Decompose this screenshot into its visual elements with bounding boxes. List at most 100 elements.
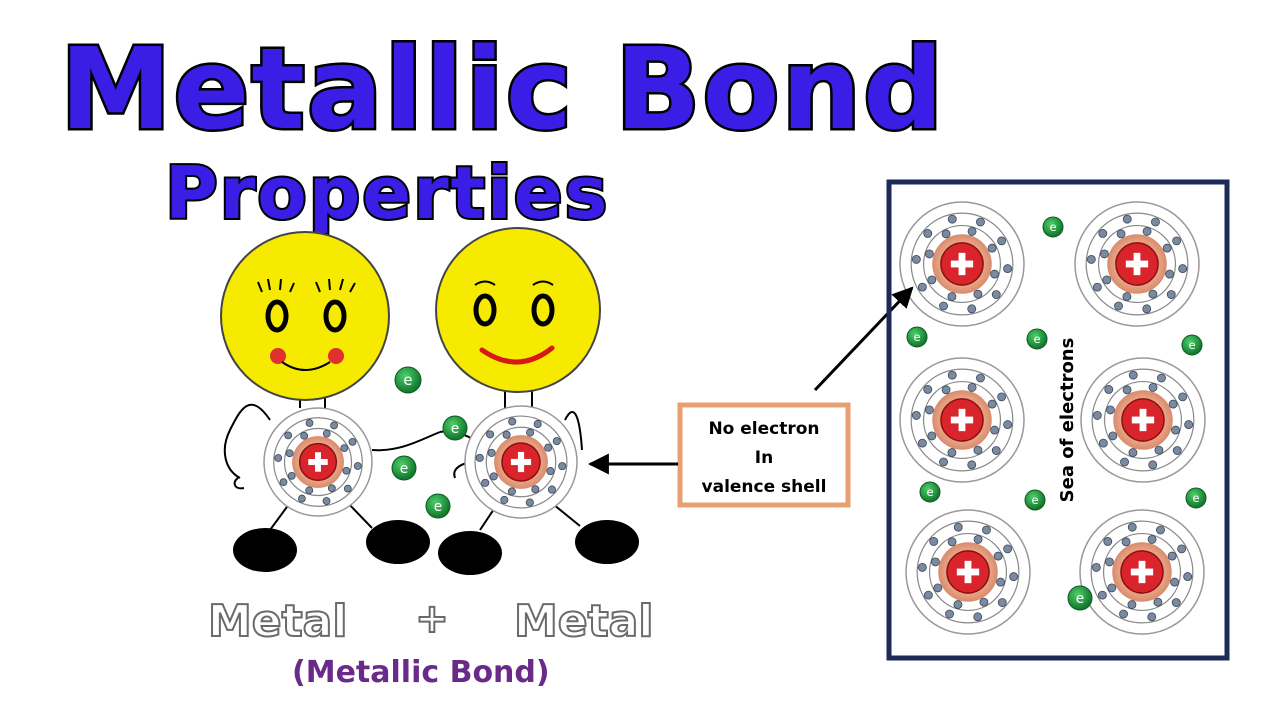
metallic-bond-label: (Metallic Bond) [292, 655, 550, 690]
page-subtitle: Properties [165, 151, 609, 235]
shell-electron-icon [533, 420, 542, 429]
right-metal-character [435, 227, 639, 575]
svg-text:e: e [1076, 591, 1085, 607]
shell-electron-icon [923, 385, 933, 394]
callout-line-1: No electron [708, 419, 819, 439]
shell-electron-icon [1171, 425, 1181, 435]
free-electron-icon: e [425, 493, 451, 519]
svg-text:e: e [403, 371, 412, 389]
callout-line-3: valence shell [702, 477, 827, 497]
metal-right-label: Metal [514, 596, 653, 647]
shell-electron-icon [1177, 544, 1187, 554]
shell-electron-icon [552, 437, 561, 446]
shell-electron-icon [953, 600, 963, 610]
shell-electron-icon [941, 229, 951, 239]
shell-electron-icon [1092, 410, 1102, 420]
shell-electron-icon [967, 460, 977, 470]
shell-electron-icon [967, 382, 977, 392]
shell-electron-icon [544, 443, 553, 452]
shell-electron-icon [322, 429, 331, 438]
metal-atom-icon [1074, 201, 1200, 327]
shell-electron-icon [927, 275, 937, 285]
sea-of-electrons-label: Sea of electrons [1057, 338, 1078, 503]
shell-electron-icon [933, 583, 943, 593]
shell-electron-icon [1103, 537, 1113, 546]
shell-electron-icon [500, 495, 509, 504]
right-foot-icon [366, 520, 430, 564]
metal-atom-icon [905, 509, 1031, 635]
shell-electron-icon [997, 598, 1007, 607]
shell-electron-icon [300, 431, 309, 440]
shell-electron-icon [1102, 275, 1112, 285]
shell-electron-icon [508, 417, 517, 426]
shell-electron-icon [1170, 577, 1180, 587]
shell-electron-icon [917, 282, 927, 292]
left-foot-icon [438, 531, 502, 575]
shell-electron-icon [1151, 217, 1160, 227]
shell-electron-icon [285, 449, 294, 458]
shell-electron-icon [1122, 385, 1132, 395]
metal-atom-icon [1079, 509, 1205, 635]
shell-electron-icon [279, 478, 288, 487]
shell-electron-icon [558, 462, 567, 471]
shell-electron-icon [1162, 243, 1172, 253]
shell-electron-icon [1148, 460, 1158, 470]
svg-text:e: e [1033, 332, 1040, 346]
shell-electron-icon [1142, 304, 1152, 314]
metal-atom-icon [464, 405, 578, 519]
shell-electron-icon [990, 425, 1000, 435]
shell-electron-icon [923, 590, 933, 600]
shell-electron-icon [982, 525, 991, 535]
atoms-layer [263, 201, 1206, 635]
shell-electron-icon [939, 301, 948, 311]
shell-electron-icon [502, 430, 511, 439]
shell-electron-icon [348, 437, 357, 446]
shell-electron-icon [1142, 226, 1152, 236]
shell-electron-icon [967, 304, 977, 314]
shell-electron-icon [1184, 420, 1194, 430]
shell-electron-icon [1086, 254, 1096, 264]
shell-electron-icon [1127, 522, 1137, 532]
shell-electron-icon [1166, 290, 1176, 299]
shell-electron-icon [475, 453, 484, 462]
shell-electron-icon [546, 467, 555, 476]
free-electron-icon: e [442, 415, 468, 441]
shell-electron-icon [1127, 600, 1137, 610]
shell-electron-icon [353, 462, 362, 470]
shell-electron-icon [1154, 445, 1164, 455]
shell-electron-icon [526, 428, 535, 437]
shell-electron-icon [1171, 598, 1181, 607]
shell-electron-icon [487, 448, 496, 457]
shell-electron-icon [489, 472, 498, 481]
shell-electron-icon [987, 399, 997, 409]
shell-electron-icon [1003, 544, 1013, 554]
shell-electron-icon [1157, 373, 1166, 383]
shell-electron-icon [327, 484, 336, 493]
svg-text:e: e [1188, 338, 1195, 352]
metal-atom-icon [899, 357, 1025, 483]
arrow-icon [813, 286, 914, 392]
free-electron-icon: e [1181, 334, 1203, 356]
shell-electron-icon [953, 522, 963, 532]
shell-electron-icon [987, 243, 997, 253]
shell-electron-icon [1098, 229, 1108, 238]
right-foot-icon [575, 520, 639, 564]
shell-electron-icon [1167, 551, 1177, 561]
shell-electron-icon [1168, 399, 1178, 409]
shell-electron-icon [941, 385, 951, 395]
shell-electron-icon [1105, 405, 1115, 415]
callout-box: No electron In valence shell [677, 402, 851, 508]
shell-electron-icon [287, 471, 296, 480]
free-electron-icon: e [391, 455, 417, 481]
plus-sign: + [415, 596, 449, 642]
shell-electron-icon [1172, 236, 1182, 246]
shell-electron-icon [973, 534, 983, 544]
shell-electron-icon [1104, 385, 1114, 394]
svg-text:e: e [451, 421, 460, 437]
shell-electron-icon [1148, 382, 1158, 392]
shell-electron-icon [1099, 249, 1109, 259]
shell-electron-icon [342, 466, 351, 475]
shell-electron-icon [924, 249, 934, 259]
shell-electron-icon [1092, 282, 1102, 292]
